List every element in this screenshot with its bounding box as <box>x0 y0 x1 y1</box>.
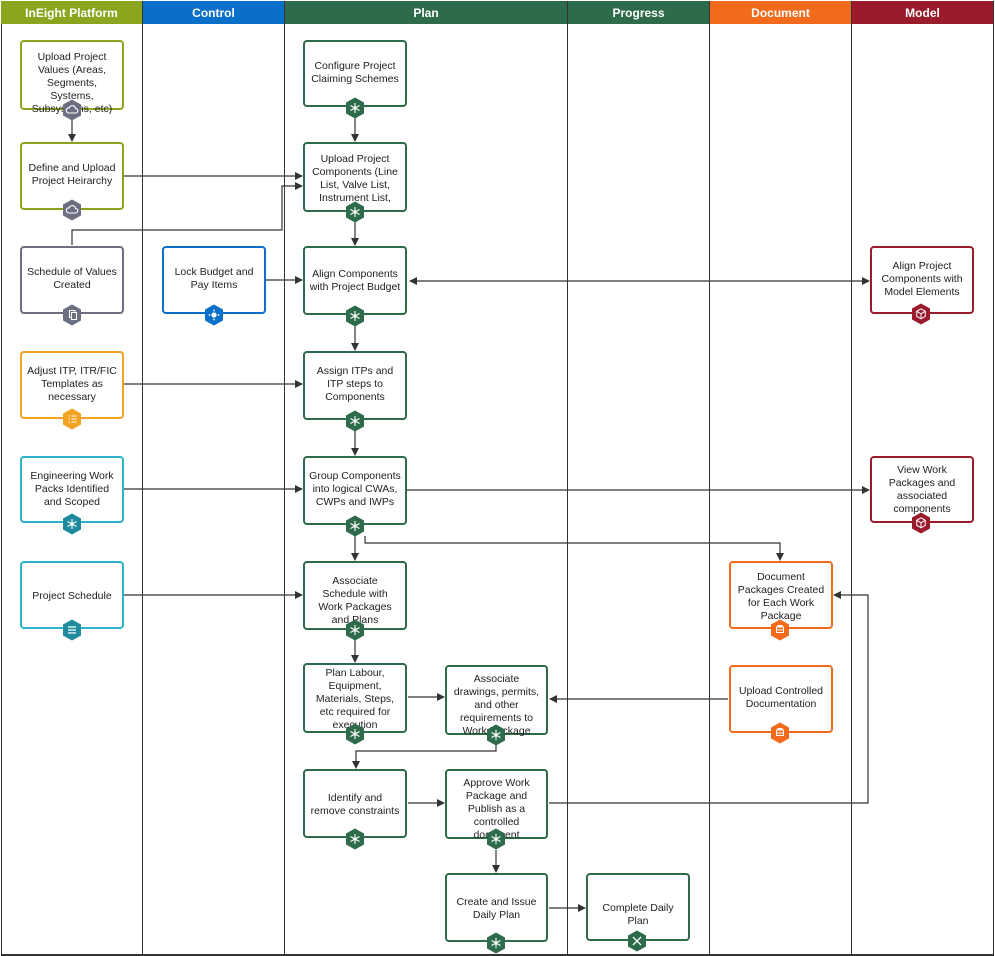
node-label: Project Schedule <box>32 590 112 602</box>
node-upload-components[interactable]: Upload Project Components (Line List, Va… <box>303 142 407 217</box>
node-label: Schedule of Values Created <box>27 266 117 291</box>
cube-icon <box>911 512 931 534</box>
node-label: Adjust ITP, ITR/FIC Templates as necessa… <box>27 365 117 403</box>
node-label: Engineering Work Packs Identified and Sc… <box>30 470 114 508</box>
node-configure-claiming[interactable]: Configure Project Claiming Schemes <box>303 40 407 107</box>
lane-header-model: Model <box>852 1 994 24</box>
node-label: Complete Daily Plan <box>602 902 674 927</box>
node-label: Group Components into logical CWAs, CWPs… <box>309 470 401 508</box>
node-assign-itps[interactable]: Assign ITPs and ITP steps to Components <box>303 351 407 420</box>
lane-progress <box>568 24 710 955</box>
node-label: Upload Controlled Documentation <box>738 685 824 710</box>
lane-header-platform: InEight Platform <box>1 1 143 24</box>
node-label: Align Components with Project Budget <box>309 268 401 293</box>
control-gear-icon <box>204 304 224 326</box>
node-lock-budget[interactable]: Lock Budget and Pay Items <box>162 246 266 314</box>
node-label: Assign ITPs and ITP steps to Components <box>316 365 394 403</box>
cloud-icon <box>62 199 82 221</box>
plan-star-icon <box>345 305 365 327</box>
node-associate-schedule[interactable]: Associate Schedule with Work Packages an… <box>303 561 407 630</box>
node-label: Upload Project Values (Areas, Segments, … <box>31 51 113 115</box>
node-approve-package[interactable]: Approve Work Package and Publish as a co… <box>445 769 548 841</box>
plan-star-icon <box>345 619 365 641</box>
document-icon <box>770 722 790 744</box>
plan-star-icon <box>345 723 365 745</box>
lane-header-control: Control <box>143 1 285 24</box>
node-adjust-itp[interactable]: Adjust ITP, ITR/FIC Templates as necessa… <box>20 351 124 419</box>
node-create-daily-plan[interactable]: Create and Issue Daily Plan <box>445 873 548 942</box>
cube-icon <box>911 303 931 325</box>
node-label: Identify and remove constraints <box>310 792 400 817</box>
document-icon <box>770 619 790 641</box>
node-label: Plan Labour, Equipment, Materials, Steps… <box>315 667 395 731</box>
checklist-icon <box>62 408 82 430</box>
node-label: Upload Project Components (Line List, Va… <box>312 153 398 217</box>
lane-header-document: Document <box>710 1 852 24</box>
lane-header-plan: Plan <box>285 1 568 24</box>
node-upload-controlled-docs[interactable]: Upload Controlled Documentation <box>729 665 833 733</box>
node-document-packages[interactable]: Document Packages Created for Each Work … <box>729 561 833 629</box>
cloud-icon <box>62 99 82 121</box>
tools-icon <box>627 930 647 952</box>
lane-document <box>710 24 852 955</box>
plan-star-icon <box>345 828 365 850</box>
node-complete-daily-plan[interactable]: Complete Daily Plan <box>586 873 690 941</box>
node-group-components[interactable]: Group Components into logical CWAs, CWPs… <box>303 456 407 525</box>
plan-star-icon <box>62 513 82 535</box>
node-schedule-of-values[interactable]: Schedule of Values Created <box>20 246 124 314</box>
plan-star-icon <box>345 97 365 119</box>
plan-star-icon <box>345 410 365 432</box>
node-label: Approve Work Package and Publish as a co… <box>463 777 530 841</box>
node-label: Configure Project Claiming Schemes <box>311 60 399 85</box>
node-engineering-work-packs[interactable]: Engineering Work Packs Identified and Sc… <box>20 456 124 523</box>
lane-header-progress: Progress <box>568 1 710 24</box>
plan-star-icon <box>345 201 365 223</box>
node-label: Document Packages Created for Each Work … <box>737 571 825 622</box>
node-label: Create and Issue Daily Plan <box>456 896 537 921</box>
node-align-budget[interactable]: Align Components with Project Budget <box>303 246 407 315</box>
node-view-work-packages[interactable]: View Work Packages and associated compon… <box>870 456 974 523</box>
plan-star-icon <box>486 724 506 746</box>
lane-control <box>143 24 285 955</box>
node-project-schedule[interactable]: Project Schedule <box>20 561 124 629</box>
plan-star-icon <box>486 828 506 850</box>
plan-star-icon <box>486 932 506 954</box>
node-identify-constraints[interactable]: Identify and remove constraints <box>303 769 407 838</box>
node-align-model[interactable]: Align Project Components with Model Elem… <box>870 246 974 314</box>
plan-star-icon <box>345 515 365 537</box>
node-label: View Work Packages and associated compon… <box>888 464 956 515</box>
node-label: Define and Upload Project Heirarchy <box>28 162 116 187</box>
node-upload-project-values[interactable]: Upload Project Values (Areas, Segments, … <box>20 40 124 115</box>
node-label: Lock Budget and Pay Items <box>174 266 254 291</box>
documents-icon <box>62 304 82 326</box>
diagram-bottom-border <box>1 954 994 956</box>
node-label: Align Project Components with Model Elem… <box>881 260 963 298</box>
schedule-icon <box>62 619 82 641</box>
